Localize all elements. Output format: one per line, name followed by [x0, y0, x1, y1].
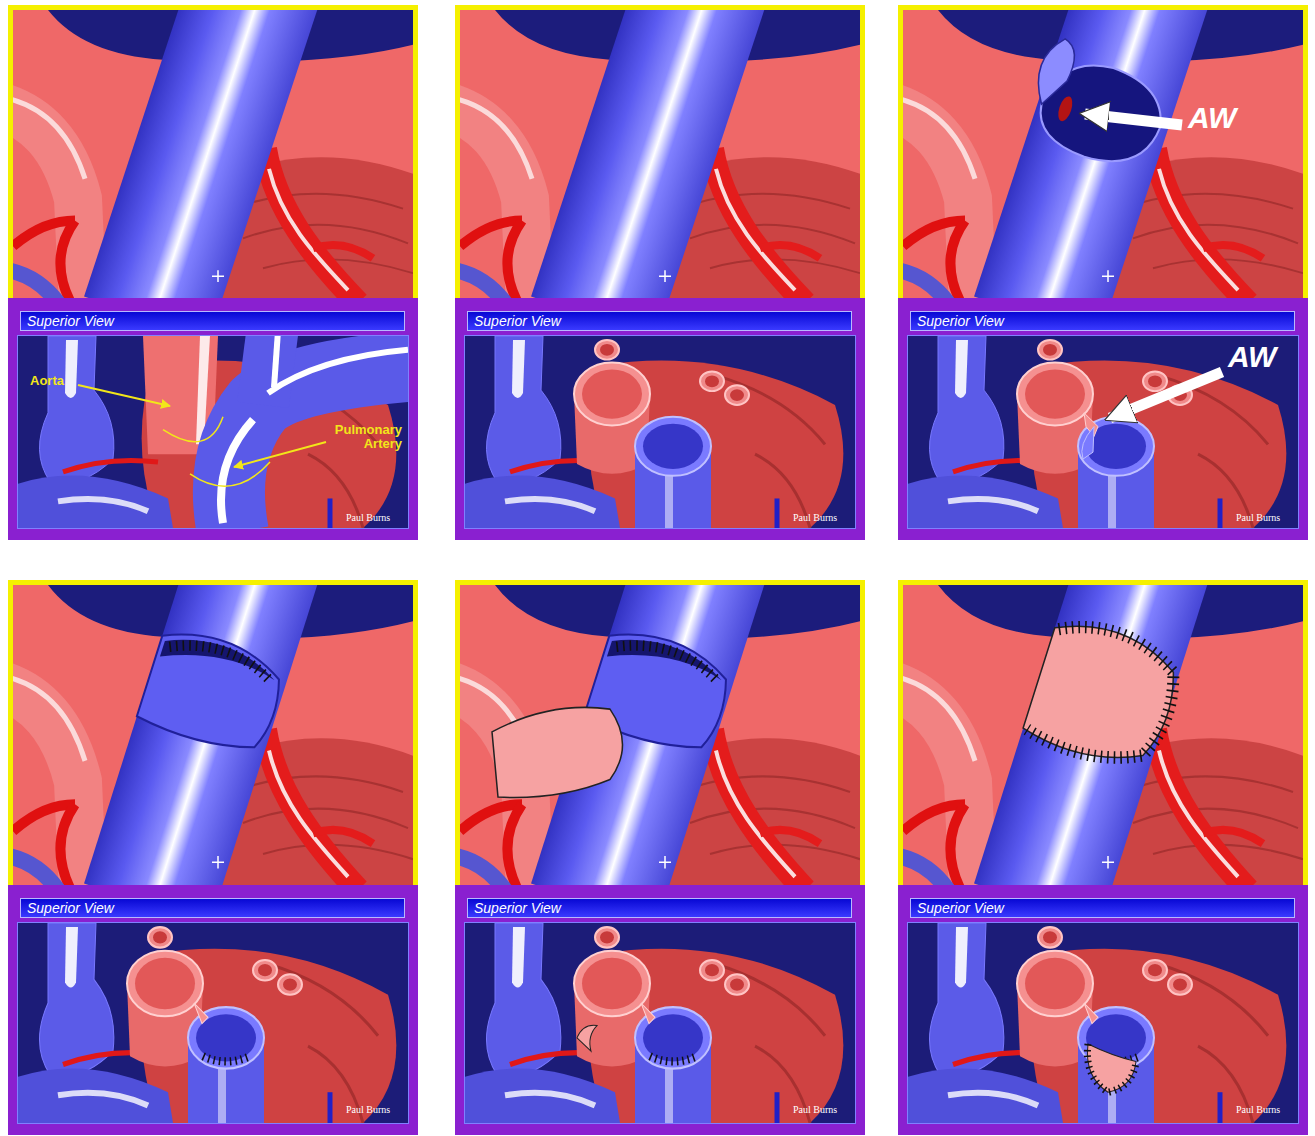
superior-view: [465, 336, 855, 528]
view-title-bar: Superior View: [910, 898, 1295, 918]
window-step: [1082, 413, 1098, 459]
transected-vessels: [574, 927, 749, 1123]
anterior-view: [440, 510, 860, 926]
pointer-arrow: [234, 442, 326, 467]
view-title: Superior View: [917, 900, 1004, 916]
pointer-arrow: [78, 385, 170, 406]
credit-text: Paul Burns: [793, 1104, 837, 1115]
credit-text: Paul Burns: [793, 512, 837, 523]
view-title-bar: Superior View: [910, 311, 1295, 331]
view-title-bar: Superior View: [20, 311, 405, 331]
view-title-bar: Superior View: [20, 898, 405, 918]
annotation-label: AW: [1188, 101, 1236, 134]
view-title: Superior View: [474, 900, 561, 916]
transected-vessels: [127, 927, 302, 1123]
anterior-view: [0, 0, 413, 337]
transected-vessels: [1017, 340, 1192, 528]
vessel-label: Pulmonary Artery: [318, 423, 402, 452]
closure-step: [641, 1003, 697, 1061]
view-title: Superior View: [27, 313, 114, 329]
superior-view: [908, 923, 1298, 1123]
transected-vessels: [1017, 927, 1192, 1123]
credit-text: Paul Burns: [1236, 512, 1280, 523]
view-title: Superior View: [27, 900, 114, 916]
superior-view: [465, 923, 855, 1123]
anterior-view: [883, 510, 1303, 926]
view-title-bar: Superior View: [467, 898, 852, 918]
credit-text: Paul Burns: [1236, 1104, 1280, 1115]
anterior-view: [0, 510, 413, 926]
credit-text: Paul Burns: [346, 512, 390, 523]
view-title-bar: Superior View: [467, 311, 852, 331]
pointer-arrow: [1085, 114, 1182, 125]
closure-step: [194, 1003, 250, 1061]
superior-view: [908, 336, 1298, 528]
patch-step: [492, 707, 623, 797]
arteriotomy-step: [1018, 34, 1177, 176]
view-title: Superior View: [474, 313, 561, 329]
anterior-view: [883, 0, 1303, 337]
anterior-view: [440, 0, 860, 337]
superior-view: [18, 923, 408, 1123]
great-vessels: [143, 326, 418, 533]
transected-vessels: [574, 340, 749, 528]
credit-text: Paul Burns: [346, 1104, 390, 1115]
pointer-arrow: [1110, 372, 1222, 418]
view-title: Superior View: [917, 313, 1004, 329]
patch-step: [577, 1025, 597, 1051]
vessel-label: Aorta: [30, 374, 64, 388]
closure-step: [136, 622, 290, 762]
patch-sewn-step: [1087, 1044, 1136, 1092]
patch-sewn-step: [1021, 613, 1186, 777]
annotation-label: AW: [1228, 340, 1276, 373]
